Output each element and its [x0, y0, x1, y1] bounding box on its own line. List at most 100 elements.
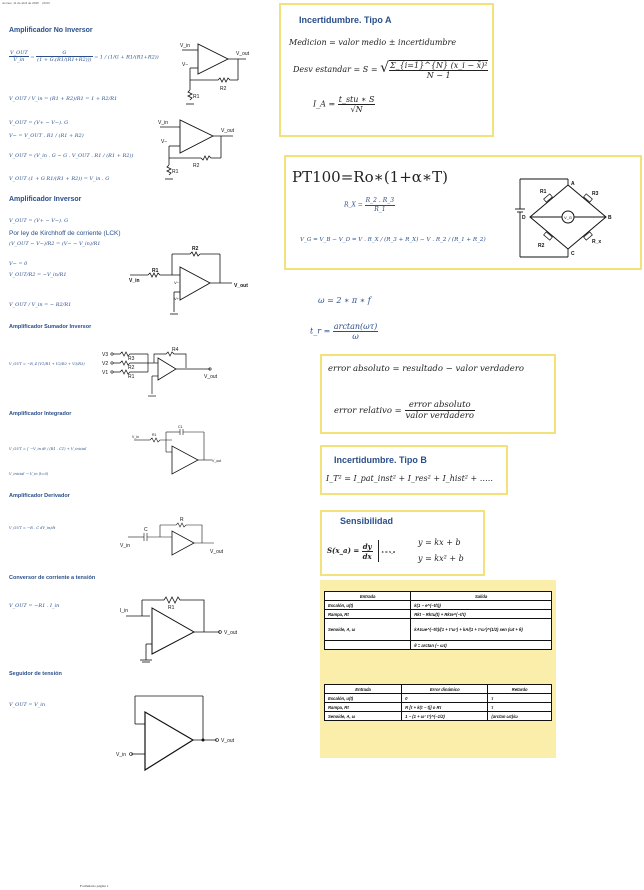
title-sensibilidad: Sensibilidad: [340, 516, 394, 526]
table2-cell: Rampa, Rt: [323, 702, 403, 712]
eq-sensibilidad-cuadratica: y = kx² + b: [418, 554, 464, 563]
eq-tr: t_r = arctan(ωτ)ω: [310, 322, 379, 341]
table1-cell: Rkt − Rkτu(t) + Rkτe^(−t/τ): [410, 609, 552, 619]
eq-integrador-1: V_OUT = ∫ −V_in dt / (R1 . C1) + V_inici…: [9, 447, 87, 451]
table1-cell: kAτωe^(−t/τ)/(1 + τ²ω²) + kA/(1 + τ²ω²)^…: [410, 618, 552, 641]
label-c: C: [144, 527, 148, 533]
eq-pt100-2: V_G = V_B − V_D = V . R_X / (R_3 + R_X) …: [300, 237, 486, 243]
table2-header-error: Error dinámico: [401, 684, 489, 694]
table1-cell: Rampa, Rt: [323, 609, 412, 619]
label-vout-2: V_out: [221, 128, 235, 134]
label-vin-6: V_in: [120, 543, 130, 549]
label-vminus-3: V−: [174, 280, 180, 285]
label-vin: V_in: [180, 43, 190, 49]
section-title-integrador: Amplificador Integrador: [9, 411, 72, 417]
eq-inversor-4: V_OUT/R2 = −V_in/R1: [9, 272, 67, 278]
table1-cell: θ = arctan (− ωτ): [410, 640, 552, 650]
label-iin: I_in: [120, 608, 128, 614]
table1-cell: k(1 − e^(−t/τ)): [410, 600, 552, 610]
section-title-conversor: Conversor de corriente a tensión: [9, 575, 96, 581]
table2-cell: τ: [487, 702, 552, 712]
label-vout-3: V_out: [234, 283, 248, 289]
label-c1: C1: [178, 425, 183, 429]
label-r2: R2: [220, 86, 227, 92]
label-vin-5: V_in: [132, 435, 139, 439]
label-bridge-d: D: [522, 215, 526, 221]
eq-inversor-1: V_OUT = (V+ − V−). G: [9, 218, 69, 224]
page-header-date: viernes, 11 de abril de 2025 20:03: [2, 1, 50, 5]
eq-sumador: V_OUT = −R_4 (V1/R1 + V2/R2 + V3/R3): [9, 362, 85, 366]
table2-header-retardo: Retardo: [487, 684, 552, 694]
label-bridge-c: C: [571, 251, 575, 257]
label-r2-3: R2: [192, 246, 199, 252]
label-bridge-r3: R3: [592, 191, 599, 197]
page-footer: Formulario página 1: [80, 884, 109, 888]
label-vin-3: V_in: [129, 278, 140, 284]
eq-tipo-a-2: Desv estandar = S = √Σ_{i=1}^{N} (x_i − …: [293, 60, 489, 80]
section-title-seguidor: Seguidor de tensión: [9, 671, 62, 677]
label-vout-6: V_out: [210, 549, 224, 555]
title-tipo-a: Incertidumbre. Tipo A: [299, 15, 392, 25]
wheatstone-bridge: A B C D V_G R1 R3 R2 R_x: [515, 178, 612, 258]
eq-no-inversor-6: V_OUT (1 + G R1/(R1 + R2)) = V_in . G: [9, 176, 110, 182]
label-vout-4: V_out: [204, 374, 218, 380]
label-v1: V1: [102, 370, 108, 376]
eq-omega: ω = 2 ∗ π ∗ f: [318, 296, 371, 305]
eq-conversor: V_OUT = −R1 . I_in: [9, 603, 60, 609]
eq-derivador: V_OUT = −R . C dV_in/dt: [9, 526, 56, 530]
label-r3: R3: [128, 356, 135, 362]
label-bridge-vg: V_G: [564, 215, 572, 220]
table2-cell: (arctan ωτ)/ω: [487, 711, 552, 721]
label-vout-5: V_out: [212, 459, 221, 463]
label-r1-3: R1: [152, 268, 159, 274]
eq-no-inversor-2: V_OUT / V_in = (R1 + R2)/R1 = 1 + R2/R1: [9, 96, 118, 102]
text-kirchhoff: Por ley de Kirchhoff de corriente (LCK): [9, 230, 121, 237]
eq-inversor-2: (V_OUT − V−)/R2 = (V− − V_in)/R1: [9, 241, 101, 247]
label-vout: V_out: [236, 51, 250, 57]
section-title-no-inversor: Amplificador No Inversor: [9, 27, 93, 34]
table1-cell: Senoide, A, ω: [323, 618, 412, 641]
label-r1-2: R1: [172, 169, 179, 175]
table2-cell: Escalón, u(t): [323, 693, 403, 703]
table-error-dinamico: Entrada Error dinámico Retardo Escalón, …: [323, 684, 552, 721]
box-incertidumbre-tipo-b: Incertidumbre. Tipo B I_T² = I_pat_inst²…: [320, 445, 508, 495]
label-r4: R4: [172, 347, 179, 353]
label-vplus-3: V+: [174, 296, 180, 301]
title-tipo-b: Incertidumbre. Tipo B: [334, 455, 427, 465]
box-errores: error absoluto = resultado − valor verda…: [320, 354, 556, 434]
label-vout-7: V_out: [224, 630, 238, 636]
table-row: θ = arctan (− ωτ): [323, 640, 552, 650]
label-r1: R1: [193, 94, 200, 100]
label-r1-7: R1: [168, 605, 175, 611]
label-bridge-r1: R1: [540, 189, 547, 195]
eq-inversor-5: V_OUT / V_in = − R2/R1: [9, 302, 72, 308]
eq-integrador-2: V_inicial → V_in (t=0): [9, 472, 49, 476]
label-vin-2: V_in: [158, 120, 168, 126]
table1-header-salida: Salida: [410, 591, 552, 601]
eq-error-absoluto: error absoluto = resultado − valor verda…: [328, 364, 525, 374]
circuit-conversor: I_in R1 V_out: [120, 596, 238, 663]
label-r2-4: R2: [128, 365, 135, 371]
table-row: Escalón, u(t)k(1 − e^(−t/τ)): [323, 600, 552, 610]
label-vminus-2: V−: [161, 139, 167, 145]
label-vin-8: V_in: [116, 752, 126, 758]
eq-no-inversor-5: V_OUT = (V_in . G − G . V_OUT . R1 / (R1…: [9, 153, 134, 159]
circuit-no-inversor: V_in V_out V− R2 R1: [180, 43, 250, 105]
box-incertidumbre-tipo-a: Incertidumbre. Tipo A Medicion = valor m…: [279, 3, 494, 137]
label-bridge-b: B: [608, 215, 612, 221]
table2-cell: τ: [487, 693, 552, 703]
label-v2: V2: [102, 361, 108, 367]
section-title-sumador: Amplificador Sumador Inversor: [9, 324, 92, 330]
eq-no-inversor-3: V_OUT = (V+ − V−). G: [9, 120, 69, 126]
table1-cell: [323, 640, 412, 650]
label-r2-2: R2: [193, 163, 200, 169]
label-r: R: [180, 517, 184, 523]
box-tablas-respuesta: Entrada Salida Escalón, u(t)k(1 − e^(−t/…: [320, 580, 556, 758]
section-title-derivador: Amplificador Derivador: [9, 493, 70, 499]
